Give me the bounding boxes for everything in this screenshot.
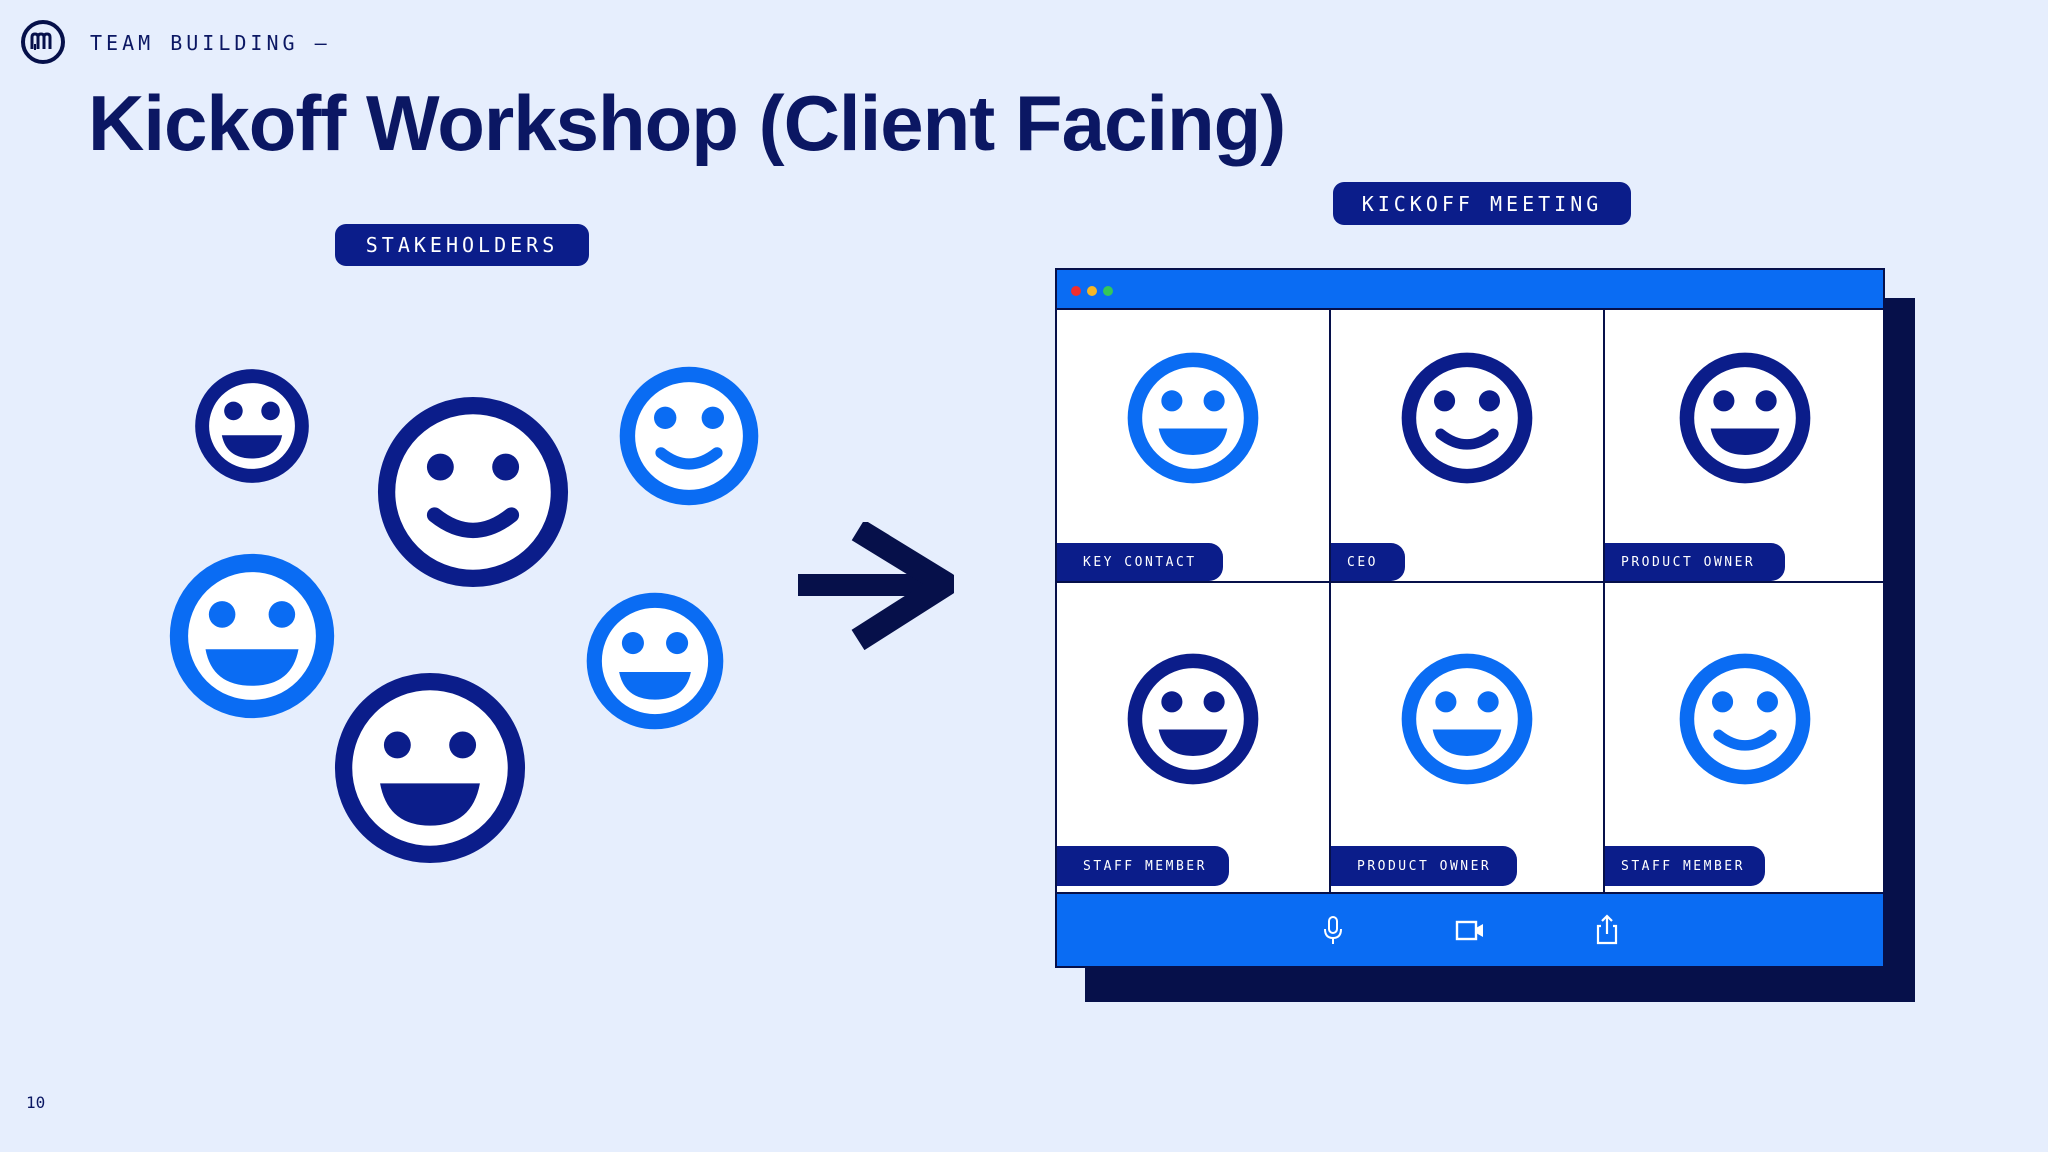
smiley-face-icon (1679, 352, 1811, 484)
participant-grid: KEY CONTACT CEO PRODUCT OWNER (1057, 310, 1883, 892)
participant-tile[interactable]: PRODUCT OWNER (1605, 310, 1883, 581)
page-number: 10 (26, 1093, 46, 1112)
smiley-face-icon (377, 396, 569, 588)
participant-role-tag: PRODUCT OWNER (1605, 543, 1785, 581)
participant-tile[interactable]: PRODUCT OWNER (1331, 583, 1603, 892)
call-toolbar (1057, 892, 1883, 966)
participant-tile[interactable]: KEY CONTACT (1057, 310, 1329, 581)
video-call-window: KEY CONTACT CEO PRODUCT OWNER (1055, 268, 1885, 968)
smiley-face-icon (619, 366, 759, 506)
window-titlebar (1057, 270, 1883, 310)
company-logo-icon (21, 20, 65, 64)
smiley-face-icon (1127, 653, 1259, 785)
smiley-face-icon (586, 592, 724, 730)
participant-role-tag: STAFF MEMBER (1057, 846, 1229, 886)
smiley-face-icon (1401, 352, 1533, 484)
page-title: Kickoff Workshop (Client Facing) (88, 79, 1286, 167)
participant-role-tag: KEY CONTACT (1057, 543, 1223, 581)
participant-role-tag: STAFF MEMBER (1605, 846, 1765, 886)
microphone-icon[interactable] (1315, 912, 1351, 948)
grid-divider (1329, 310, 1331, 892)
video-camera-icon[interactable] (1452, 912, 1488, 948)
participant-tile[interactable]: STAFF MEMBER (1057, 583, 1329, 892)
participant-tile[interactable]: CEO (1331, 310, 1603, 581)
smiley-face-icon (1127, 352, 1259, 484)
grid-divider (1603, 310, 1605, 892)
section-label: TEAM BUILDING – (90, 31, 331, 55)
stakeholders-label: STAKEHOLDERS (335, 224, 589, 266)
share-icon[interactable] (1589, 912, 1625, 948)
smiley-face-icon (169, 553, 335, 719)
kickoff-meeting-label: KICKOFF MEETING (1333, 182, 1631, 225)
participant-role-tag: PRODUCT OWNER (1331, 846, 1517, 886)
participant-tile[interactable]: STAFF MEMBER (1605, 583, 1883, 892)
smiley-face-icon (195, 369, 309, 483)
smiley-face-icon (1401, 653, 1533, 785)
participant-role-tag: CEO (1331, 543, 1405, 581)
grid-divider (1057, 581, 1883, 583)
smiley-face-icon (1679, 653, 1811, 785)
arrow-right-icon (798, 522, 954, 650)
minimize-window-dot[interactable] (1087, 286, 1097, 296)
close-window-dot[interactable] (1071, 286, 1081, 296)
maximize-window-dot[interactable] (1103, 286, 1113, 296)
smiley-face-icon (334, 672, 526, 864)
